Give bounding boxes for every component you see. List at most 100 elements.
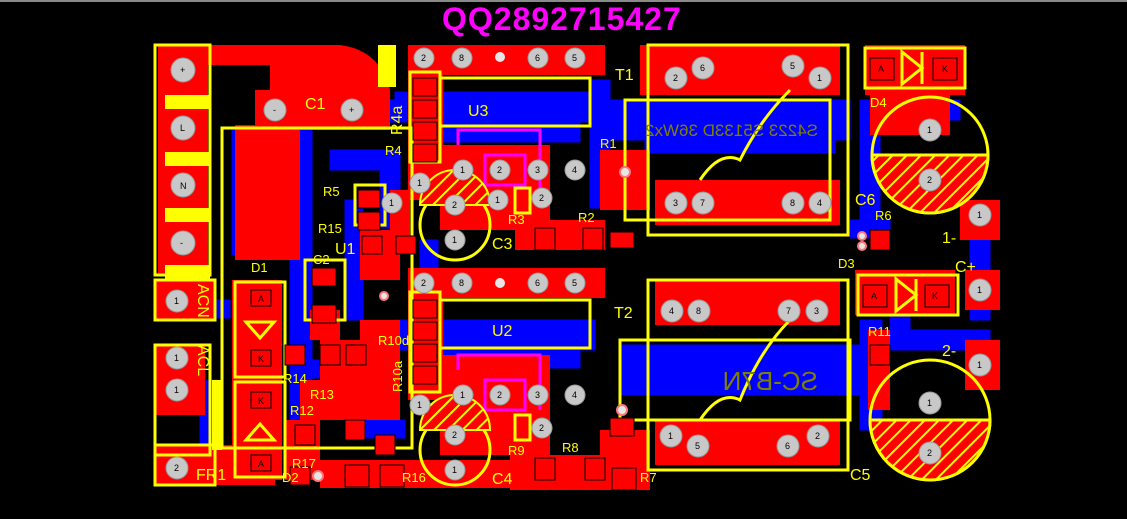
pad-num: 1 [977,210,982,220]
pad-num: 3 [673,198,678,208]
pad-label-d1-k: K [258,354,264,364]
label-r4: R4 [385,143,402,158]
vias [312,52,867,482]
pad-label-d1-a: A [258,294,264,304]
pad-labels: + L N - - + A K A K A K K A 2 8 6 5 2 8 … [174,53,982,475]
pad-num: 1 [977,360,982,370]
label-r8: R8 [562,440,579,455]
pad-label-d3-k: K [932,291,938,301]
bottom-silk-texts: S4223 S5133D 36Wx2 SC-B7N [645,121,818,396]
pad-num: 8 [696,306,701,316]
label-r12: R12 [290,403,314,418]
label-c-plus: C+ [955,259,976,276]
board-title: QQ2892715427 [442,1,682,37]
pad-num: 1 [417,400,422,410]
pad-num: 8 [790,198,795,208]
pad-num: 2 [927,448,932,458]
pad-num: 1 [668,431,673,441]
label-u3: U3 [468,103,489,120]
label-fr1: FR1 [196,467,226,484]
label-c5: C5 [850,467,871,484]
pad-num: 2 [421,278,426,288]
label-d2: D2 [282,470,299,485]
pad-num: 2 [815,431,820,441]
label-c2: C2 [313,252,330,267]
pad-num: 4 [669,306,674,316]
pad-label-d4-k: K [942,64,948,74]
pad-num: 4 [817,198,822,208]
label-one-minus: 1- [942,230,956,247]
pad-num: 2 [452,200,457,210]
pad-num: 2 [927,175,932,185]
pad-num: 7 [700,198,705,208]
pad-label-l: L [180,123,185,133]
connector-silk-blocks [165,45,396,450]
pad-num: 1 [452,235,457,245]
label-acn: ACN [194,284,211,318]
pads [165,47,992,481]
pad-num: 5 [572,53,577,63]
label-u1: U1 [335,241,356,258]
pad-label-d2-k: K [258,396,264,406]
pad-num: 7 [786,306,791,316]
smd-pads [250,57,958,491]
label-r15: R15 [318,221,342,236]
pad-num: 1 [452,465,457,475]
silkscreen-layer [153,43,992,487]
label-r1: R1 [600,136,617,151]
pad-num: 2 [174,463,179,473]
label-r7: R7 [640,470,657,485]
label-r17: R17 [292,456,316,471]
pad-num: 1 [174,385,179,395]
pad-num: 1 [389,198,394,208]
label-d1: D1 [251,260,268,275]
pad-label-d4-a: A [878,64,884,74]
label-c6: C6 [855,192,876,209]
pad-num: 4 [572,165,577,175]
pad-num: 6 [700,63,705,73]
label-r4a: R4a [389,106,406,135]
label-t1: T1 [615,67,634,84]
pad-num: 8 [459,53,464,63]
pad-num: 5 [695,441,700,451]
label-c3: C3 [492,236,513,253]
pad-num: 2 [673,73,678,83]
pad-label-c1-plus: + [349,105,354,115]
label-c4: C4 [492,471,513,488]
pad-num: 1 [174,296,179,306]
pad-num: 2 [497,390,502,400]
pad-num: 1 [817,73,822,83]
label-r10d: R10d [378,333,409,348]
pad-label-minus: - [180,238,183,248]
label-r16: R16 [402,470,426,485]
pad-label-d3-a: A [871,291,877,301]
pad-num: 2 [421,53,426,63]
label-r10a: R10a [390,360,405,392]
label-r3: R3 [508,212,525,227]
t2-part-number: SC-B7N [723,366,818,396]
pad-num: 2 [539,423,544,433]
pad-num: 8 [459,278,464,288]
label-d4: D4 [870,95,887,110]
label-u2: U2 [492,323,513,340]
label-d3: D3 [838,256,855,271]
pad-num: 1 [460,390,465,400]
magenta-traces [456,128,542,412]
pad-num: 6 [535,278,540,288]
pad-label-plus: + [180,65,185,75]
pad-num: 5 [572,278,577,288]
pad-num: 2 [539,193,544,203]
pad-num: 1 [174,353,179,363]
pad-label-d2-a: A [258,459,264,469]
component-labels: C1 R4a R4 U3 T1 D4 R1 R5 R15 U1 R3 R2 C3… [194,67,976,488]
label-acl: ACL [194,345,211,376]
pad-num: 6 [535,53,540,63]
label-r6: R6 [875,208,892,223]
label-r2: R2 [578,210,595,225]
pad-num: 3 [535,165,540,175]
label-r14: R14 [283,371,307,386]
pad-num: 3 [535,390,540,400]
pad-num: 1 [417,178,422,188]
pad-num: 5 [790,61,795,71]
